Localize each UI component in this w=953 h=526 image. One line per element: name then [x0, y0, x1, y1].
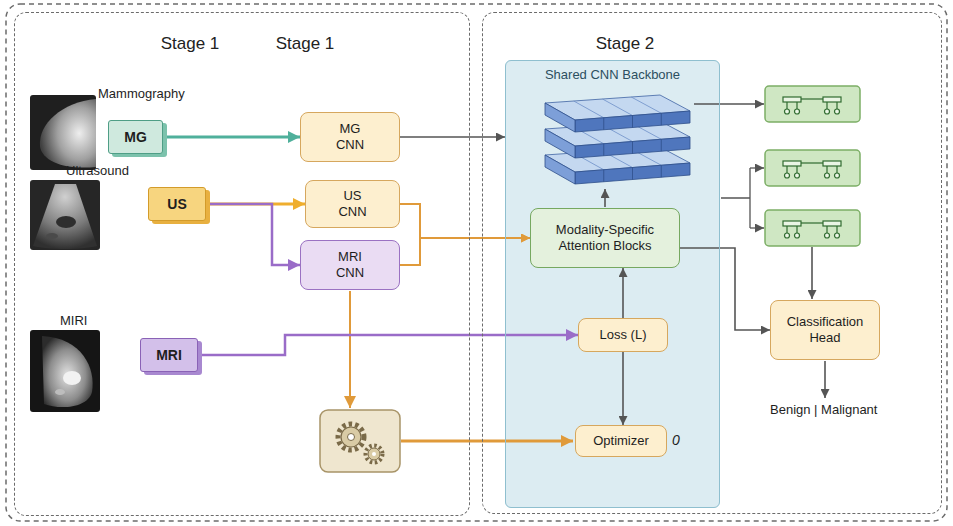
- backbone-panel: Modality-Specific Attention BlocksLoss (…: [505, 60, 720, 508]
- box-label: MG CNN: [328, 121, 372, 152]
- optimizer-box: Optimizer: [575, 425, 667, 457]
- outer-frame: [6, 4, 947, 521]
- optimizer-gear-box: [320, 410, 400, 472]
- image-caption: MIRI: [60, 313, 87, 329]
- flow-arrow: [400, 204, 530, 238]
- label-slot: Benign | Malignant: [770, 402, 877, 418]
- flow-arrow: [163, 136, 300, 139]
- box-label: Loss (L): [600, 327, 647, 343]
- layout-arrows: [350, 104, 825, 441]
- box-label: US: [167, 196, 186, 213]
- flow-arrow: [400, 136, 505, 138]
- stage-heading: Stage 1: [161, 34, 220, 54]
- label-slot: Ultrasound: [66, 163, 129, 179]
- box-label: Classification Head: [779, 314, 871, 345]
- tree-ensemble-boxes: [765, 86, 860, 246]
- cnn-box: MG CNN: [300, 112, 400, 162]
- box-label: Optimizer: [593, 433, 649, 449]
- cnn-box: US CNN: [305, 180, 400, 228]
- mri-image: [30, 330, 100, 412]
- flow-arrow: [680, 248, 770, 330]
- heading-slot: Stage 1: [276, 34, 335, 54]
- cnn-box: MRI CNN: [300, 240, 400, 290]
- box-label: MRI: [156, 347, 182, 364]
- flow-arrow: [622, 268, 624, 318]
- box-label: Modality-Specific Attention Blocks: [539, 222, 671, 253]
- flow-arrow: [622, 352, 624, 425]
- flow-arrow: [400, 238, 530, 265]
- box-label: US CNN: [331, 188, 375, 219]
- stage-heading: Stage 1: [276, 34, 335, 54]
- flow-arrow: [206, 204, 300, 265]
- backbone-layer-stack: [545, 95, 690, 184]
- image-caption: Mammography: [98, 86, 185, 102]
- label-slot: Mammography: [98, 86, 185, 102]
- mammography-image: [30, 95, 96, 170]
- flow-arrow: [198, 335, 578, 355]
- stage-region: MG MG CNN US US CNN MRI CNN MRI Stage 1 Stage 1: [14, 12, 470, 516]
- heading-slot: Stage 1: [161, 34, 220, 54]
- stage-heading: Stage 2: [596, 34, 655, 54]
- stage-region: Modality-Specific Attention BlocksLoss (…: [482, 12, 942, 514]
- label-slot: 0: [672, 432, 680, 449]
- image-caption: Ultrasound: [66, 163, 129, 179]
- symbol-label: 0: [672, 432, 680, 449]
- modality-tag: MRI: [140, 338, 198, 372]
- label-slot: MIRI: [60, 313, 87, 329]
- modality-tag: MG: [108, 120, 163, 154]
- attention-box: Modality-Specific Attention Blocks: [530, 208, 680, 268]
- output-classes: Benign | Malignant: [770, 402, 877, 418]
- panel-title: Shared CNN Backbone: [545, 67, 680, 83]
- box-label: MRI CNN: [328, 249, 372, 280]
- heading-slot: Stage 2: [596, 34, 655, 54]
- box-label: MG: [124, 129, 147, 146]
- loss-box: Loss (L): [578, 318, 668, 352]
- modality-tag: US: [148, 187, 206, 221]
- classifier-box: Classification Head: [770, 300, 880, 360]
- ultrasound-image: [30, 180, 100, 250]
